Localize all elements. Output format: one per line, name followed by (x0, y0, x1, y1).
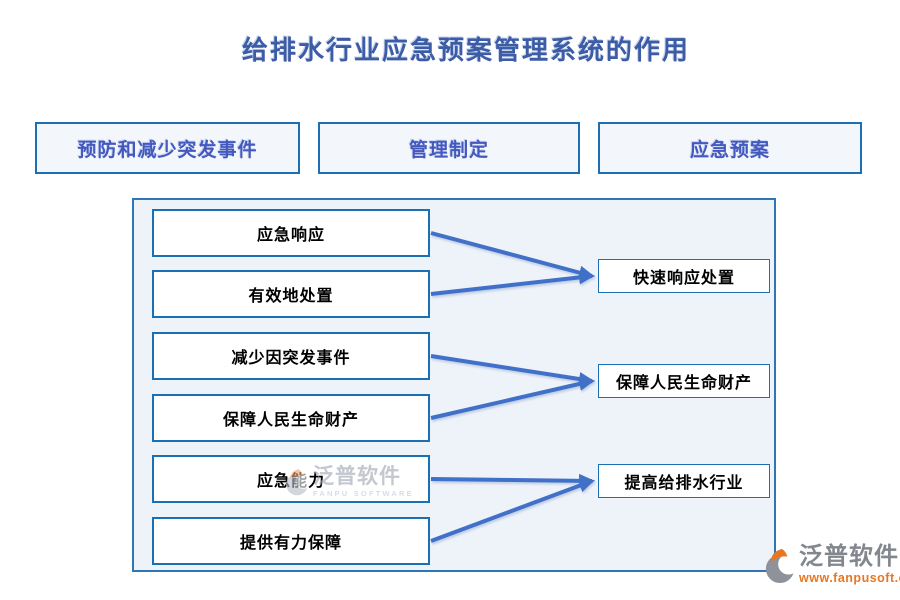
flow-node-left-5: 提供有力保障 (152, 517, 430, 565)
fanpu-watermark-icon (286, 469, 310, 496)
watermark-brand: 泛普软件 (313, 465, 401, 488)
flow-node-left-3: 保障人民生命财产 (152, 394, 430, 442)
fanpu-logo: 泛普软件 www.fanpusoft.com (763, 545, 900, 589)
flow-node-left-1: 有效地处置 (152, 270, 430, 318)
header-box-2: 应急预案 (598, 122, 862, 174)
fanpu-logo-icon (765, 549, 797, 584)
logo-url: www.fanpusoft.com (799, 571, 900, 585)
flow-node-left-2: 减少因突发事件 (152, 332, 430, 380)
flow-node-right-0: 快速响应处置 (598, 259, 770, 293)
flow-node-right-1: 保障人民生命财产 (598, 364, 770, 398)
flow-node-right-2: 提高给排水行业 (598, 464, 770, 498)
page-title: 给排水行业应急预案管理系统的作用 (241, 36, 690, 65)
logo-brand: 泛普软件 (799, 543, 899, 570)
flow-node-left-0: 应急响应 (152, 209, 430, 257)
watermark-subtext: FANPU SOFTWARE (313, 489, 414, 498)
header-box-1: 管理制定 (318, 122, 580, 174)
fanpu-watermark: 泛普软件 FANPU SOFTWARE (284, 466, 414, 500)
header-box-0: 预防和减少突发事件 (35, 122, 300, 174)
